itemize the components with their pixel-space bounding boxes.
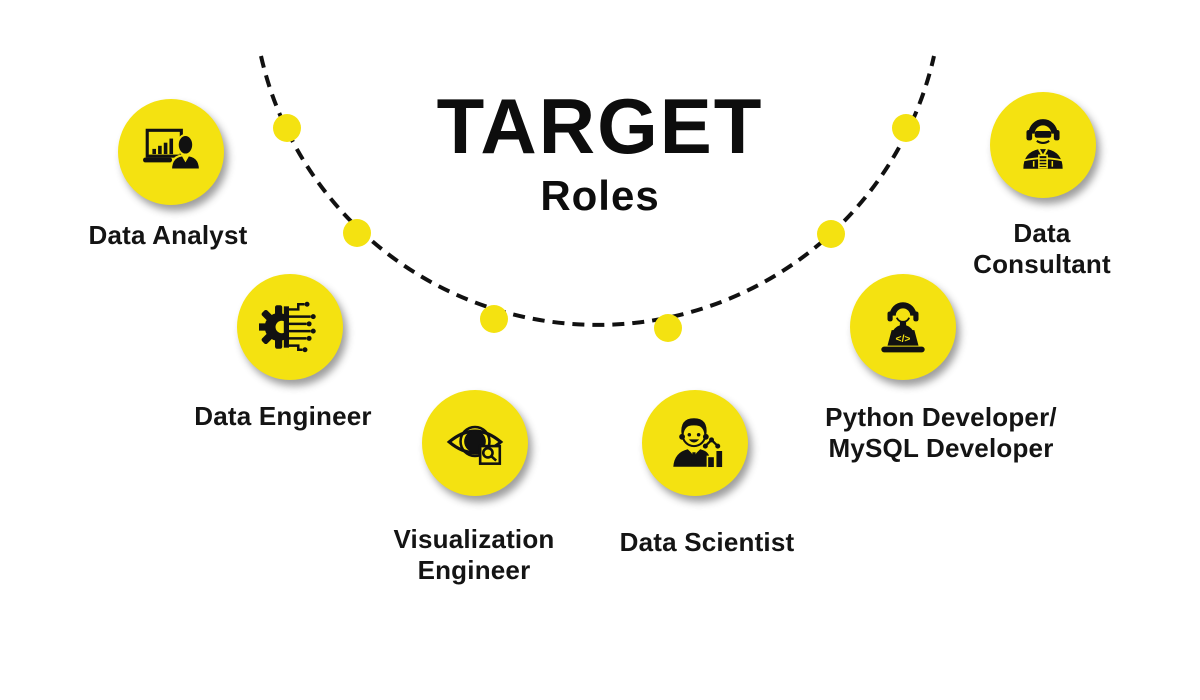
role-label-visualization-engineer: Visualization Engineer: [393, 524, 555, 585]
role-label-data-engineer: Data Engineer: [194, 401, 372, 431]
dashed-arc-path: [259, 55, 936, 327]
arc-dot: [817, 220, 845, 248]
role-label-data-scientist: Data Scientist: [619, 527, 795, 557]
role-circle-data-analyst: [118, 99, 224, 205]
page-title: TARGET: [436, 82, 764, 170]
svg-text:</>: </>: [896, 334, 911, 345]
role-label-data-consultant: Data Consultant: [973, 218, 1111, 279]
scientist-person-chart-icon: [673, 418, 724, 469]
developer-laptop-code-icon: </>: [881, 302, 925, 353]
eye-magnifier-icon: [446, 425, 504, 465]
arc-dot: [343, 219, 371, 247]
role-label-python-mysql-developer: Python Developer/ MySQL Developer: [825, 402, 1057, 463]
page-subtitle: Roles: [540, 172, 660, 219]
role-label-data-analyst: Data Analyst: [88, 220, 248, 250]
role-circle-data-consultant: [990, 92, 1096, 198]
gear-circuit-icon: [259, 296, 321, 358]
role-circle-data-scientist: [642, 390, 748, 496]
role-circle-visualization-engineer: [422, 390, 528, 496]
role-circle-data-engineer: [237, 274, 343, 380]
role-circle-python-mysql-developer: </>: [850, 274, 956, 380]
arc-dot: [892, 114, 920, 142]
arc-dot: [273, 114, 301, 142]
arc-dot: [480, 305, 508, 333]
arc-dot: [654, 314, 682, 342]
consultant-headset-icon: [1023, 119, 1063, 169]
analyst-monitor-chart-icon: [143, 128, 201, 171]
